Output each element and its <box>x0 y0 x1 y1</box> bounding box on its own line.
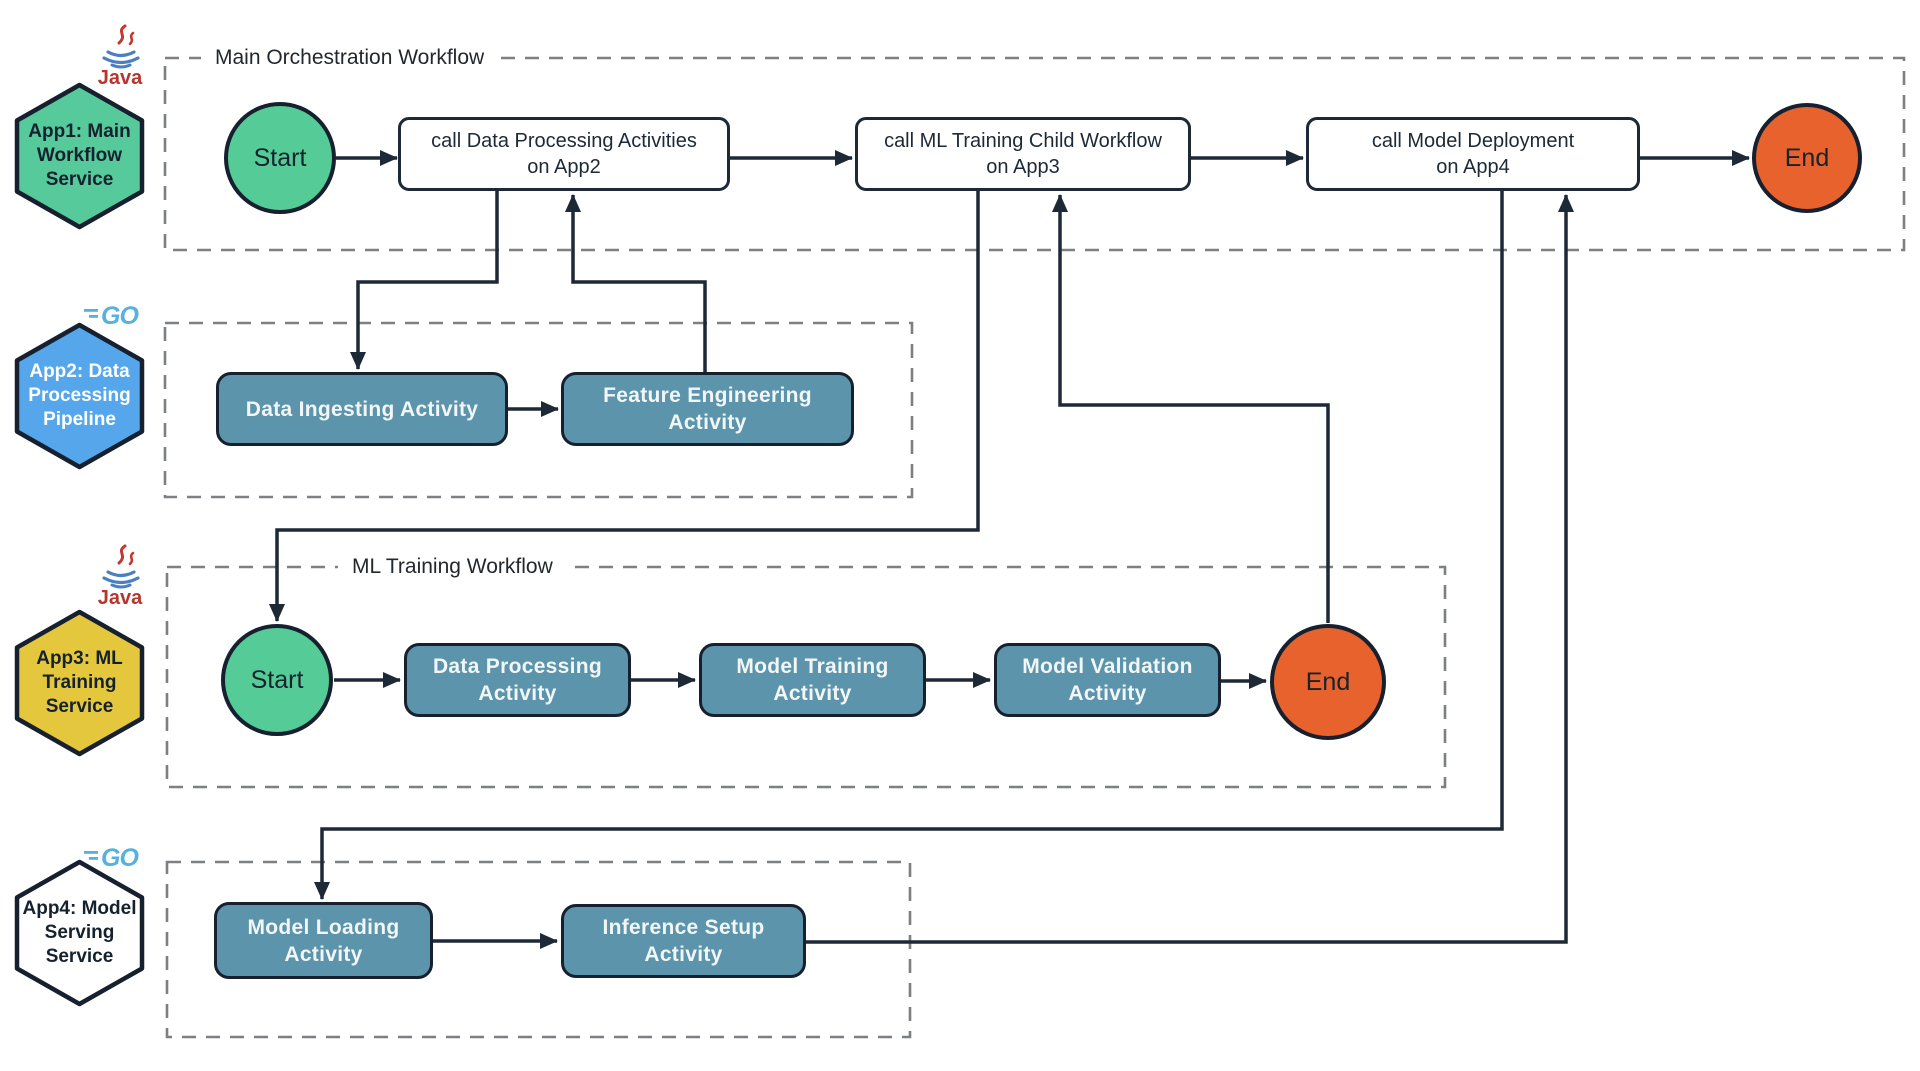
activity-model-loading: Model Loading Activity <box>214 902 433 979</box>
task-label-line1: call Model Deployment <box>1371 130 1575 152</box>
activity-label-line1: Model Loading <box>247 915 400 939</box>
arrow-feature-engineering-return <box>565 194 707 372</box>
end-node-main: End <box>1752 103 1862 213</box>
java-logo-text: Java <box>98 587 143 608</box>
activity-label-line2: Activity <box>773 682 852 705</box>
app2-label-line3: Pipeline <box>43 409 116 430</box>
group-box-app2-pipeline <box>163 321 914 499</box>
arrow-call-to-model-loading <box>314 191 1504 900</box>
task-label-line1: call Data Processing Activities <box>431 130 697 152</box>
activity-label-line1: Feature Engineering <box>603 384 812 407</box>
activity-model-validation: Model Validation Activity <box>994 643 1221 717</box>
start-node-main: Start <box>224 102 336 214</box>
app4-label-line3: Service <box>45 946 114 967</box>
hexagon-shape <box>14 82 145 230</box>
task-label-line2: on App3 <box>986 156 1060 178</box>
arrow-inference-setup-return <box>806 194 1574 944</box>
app4-label-line1: App4: Model <box>22 898 137 919</box>
app3-label-line3: Service <box>45 696 114 717</box>
end-node-ml: End <box>1270 624 1386 740</box>
java-logo-text: Java <box>98 67 143 88</box>
activity-label-line2: Activity <box>668 411 747 434</box>
hexagon-app2-label: App2: Data Processing Pipeline <box>14 322 145 470</box>
arrow-ml-end-return <box>1052 194 1330 623</box>
group-title-main-orchestration: Main Orchestration Workflow <box>201 43 499 73</box>
app1-label-line3: Service <box>45 169 114 190</box>
app1-label-line2: Workflow <box>36 145 123 166</box>
activity-label-line1: Model Training <box>736 655 889 678</box>
group-box-ml-training <box>165 565 1447 789</box>
go-logo-text: GO <box>101 302 139 329</box>
activity-label-line1: Data Ingesting Activity <box>245 397 479 421</box>
java-icon: Java <box>98 24 143 88</box>
task-label-line2: on App4 <box>1436 156 1510 178</box>
group-title-ml-training: ML Training Workflow <box>338 552 567 582</box>
activity-label-line2: Activity <box>478 682 557 705</box>
hexagon-app3: App3: ML Training Service <box>14 609 145 757</box>
app2-label-line2: Processing <box>28 385 131 406</box>
activity-model-training: Model Training Activity <box>699 643 926 717</box>
hexagon-app1-label: App1: Main Workflow Service <box>14 82 145 230</box>
arrow-call-to-ml-start <box>269 191 980 622</box>
hexagon-app4: App4: Model Serving Service <box>14 859 145 1007</box>
java-icon: Java <box>98 544 143 608</box>
group-box-main-orchestration <box>163 56 1906 252</box>
task-call-ml-training: call ML Training Child Workflow on App3 <box>855 117 1191 191</box>
app4-label-line2: Serving <box>44 922 115 943</box>
app2-label-line1: App2: Data <box>29 361 130 382</box>
activity-label-line1: Inference Setup <box>602 916 765 939</box>
hexagon-app2: App2: Data Processing Pipeline <box>14 322 145 470</box>
activity-data-ingesting: Data Ingesting Activity <box>216 372 508 446</box>
group-box-app4-serving <box>165 860 912 1039</box>
app1-label-line1: App1: Main <box>28 121 131 142</box>
activity-data-processing: Data Processing Activity <box>404 643 631 717</box>
activity-label-line1: Data Processing <box>432 655 603 678</box>
activity-label-line2: Activity <box>1068 682 1147 705</box>
hexagon-shape <box>14 322 145 470</box>
task-call-model-deployment: call Model Deployment on App4 <box>1306 117 1640 191</box>
app3-label-line1: App3: ML <box>36 648 123 669</box>
go-icon: GO <box>84 844 140 871</box>
activity-inference-setup: Inference Setup Activity <box>561 904 806 978</box>
activity-label-line1: Model Validation <box>1022 655 1193 678</box>
go-logo-text: GO <box>101 844 139 871</box>
hexagon-app3-label: App3: ML Training Service <box>14 609 145 757</box>
activity-feature-engineering: Feature Engineering Activity <box>561 372 854 446</box>
arrow-call-to-data-ingesting <box>350 191 499 370</box>
hexagon-shape <box>14 609 145 757</box>
hexagon-shape <box>14 859 145 1007</box>
task-call-data-processing: call Data Processing Activities on App2 <box>398 117 730 191</box>
hexagon-app4-label: App4: Model Serving Service <box>14 859 145 1007</box>
hexagon-app1: App1: Main Workflow Service <box>14 82 145 230</box>
task-label-line2: on App2 <box>527 156 601 178</box>
start-node-ml: Start <box>221 624 333 736</box>
task-label-line1: call ML Training Child Workflow <box>884 130 1162 152</box>
app3-label-line2: Training <box>42 672 117 693</box>
go-icon: GO <box>84 302 140 329</box>
activity-label-line2: Activity <box>284 942 363 966</box>
activity-label-line2: Activity <box>644 943 723 966</box>
